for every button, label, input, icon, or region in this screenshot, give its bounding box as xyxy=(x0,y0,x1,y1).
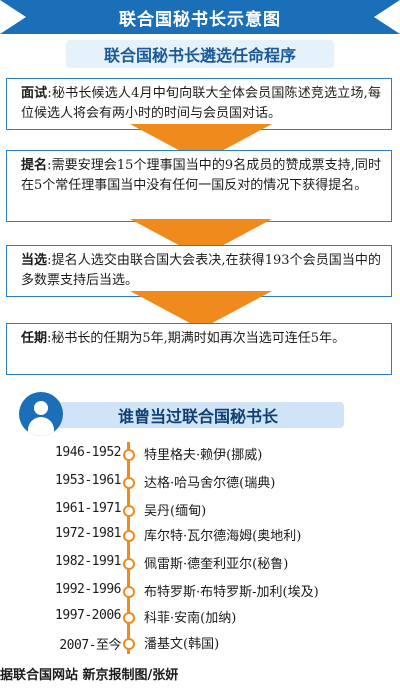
timeline-entry: 2007-至今 潘基文(韩国) xyxy=(0,632,400,656)
step-text: 秘书长候选人4月中旬向联大全体会员国陈述竞选立场,每位候选人将会有两小时的时间与… xyxy=(21,86,381,121)
step-key: 提名 xyxy=(21,158,48,173)
entry-name: 达格·哈马舍尔德(瑞典) xyxy=(144,476,276,491)
timeline-entry: 1982-1991 佩雷斯·德奎利亚尔(秘鲁) xyxy=(0,552,400,576)
timeline-dot xyxy=(123,586,135,598)
source-credit: 据联合国网站 新京报制图/张妍 xyxy=(0,668,179,683)
ribbon-left-notch xyxy=(0,0,26,34)
entry-name: 特里格夫·赖伊(挪威) xyxy=(144,448,263,463)
step-text: 需要安理会15个理事国当中的9名成员的赞成票支持,同时在5个常任理事国当中没有任… xyxy=(21,158,381,193)
entry-years: 1992-1996 xyxy=(55,582,121,597)
timeline-line xyxy=(127,442,130,654)
person-icon xyxy=(19,392,63,436)
entry-years: 1972-1981 xyxy=(55,526,121,541)
entry-years: 2007-至今 xyxy=(59,638,121,653)
title-banner: 联合国秘书长示意图 xyxy=(0,0,400,34)
step-key: 任期 xyxy=(21,331,48,346)
timeline-dot xyxy=(123,612,135,624)
timeline-dot xyxy=(123,530,135,542)
step-term: 任期:秘书长的任期为5年,期满时如再次当选可连任5年。 xyxy=(6,323,392,375)
timeline-entry: 1992-1996 布特罗斯·布特罗斯-加利(埃及) xyxy=(0,580,400,604)
step-text: 秘书长的任期为5年,期满时如再次当选可连任5年。 xyxy=(51,331,346,346)
timeline-dot xyxy=(123,505,135,517)
entry-name: 吴丹(缅甸) xyxy=(144,504,207,519)
step-text: 提名人选交由联合国大会表决,在获得193个会员国当中的多数票支持后当选。 xyxy=(21,253,381,288)
timeline-entry: 1946-1952 特里格夫·赖伊(挪威) xyxy=(0,443,400,467)
entry-name: 佩雷斯·德奎利亚尔(秘鲁) xyxy=(144,557,289,572)
entry-name: 库尔特·瓦尔德海姆(奥地利) xyxy=(144,529,302,544)
entry-years: 1946-1952 xyxy=(55,445,121,460)
step-interview: 面试:秘书长候选人4月中旬向联大全体会员国陈述竞选立场,每位候选人将会有两小时的… xyxy=(6,78,392,130)
timeline-entry: 1961-1971 吴丹(缅甸) xyxy=(0,499,400,523)
history-title: 谁曾当过联合国秘书长 xyxy=(52,402,344,428)
entry-years: 1982-1991 xyxy=(55,554,121,569)
timeline-entry: 1997-2006 科菲·安南(加纳) xyxy=(0,606,400,630)
entry-name: 布特罗斯·布特罗斯-加利(埃及) xyxy=(144,585,319,600)
ribbon-right-notch xyxy=(374,0,400,34)
procedure-title: 联合国秘书长遴选任命程序 xyxy=(66,40,334,68)
timeline-entry: 1972-1981 库尔特·瓦尔德海姆(奥地利) xyxy=(0,524,400,548)
step-election: 当选:提名人选交由联合国大会表决,在获得193个会员国当中的多数票支持后当选。 xyxy=(6,245,392,297)
step-key: 面试 xyxy=(21,86,48,101)
entry-years: 1997-2006 xyxy=(55,608,121,623)
step-key: 当选 xyxy=(21,253,48,268)
timeline-entry: 1953-1961 达格·哈马舍尔德(瑞典) xyxy=(0,471,400,495)
entry-years: 1961-1971 xyxy=(55,501,121,516)
page-title: 联合国秘书长示意图 xyxy=(119,9,281,30)
timeline-dot xyxy=(123,477,135,489)
timeline-dot xyxy=(123,558,135,570)
entry-name: 科菲·安南(加纳) xyxy=(144,611,237,626)
step-nomination: 提名:需要安理会15个理事国当中的9名成员的赞成票支持,同时在5个常任理事国当中… xyxy=(6,150,392,222)
timeline-dot xyxy=(123,638,135,650)
entry-years: 1953-1961 xyxy=(55,473,121,488)
entry-name: 潘基文(韩国) xyxy=(144,637,220,652)
timeline-dot xyxy=(123,449,135,461)
